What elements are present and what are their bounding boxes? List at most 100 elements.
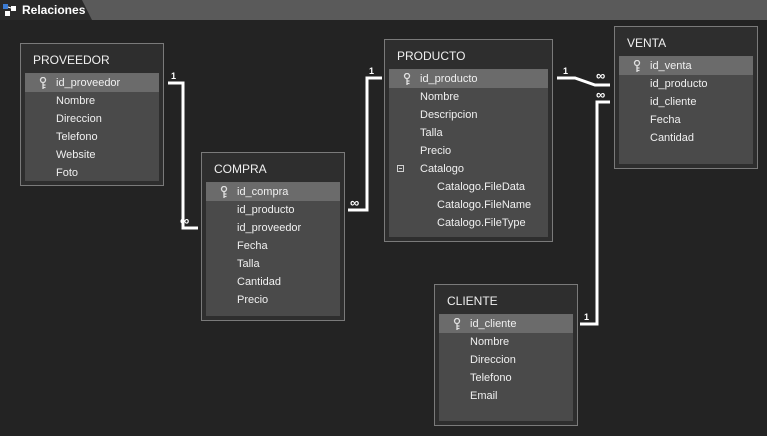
field-row[interactable]: id_proveedor <box>206 219 340 237</box>
cardinality-one: 1 <box>584 312 590 322</box>
cardinality-one: 1 <box>563 66 569 76</box>
field-row[interactable]: Foto <box>25 164 159 182</box>
table-title: VENTA <box>627 36 667 50</box>
field-name: Foto <box>56 167 79 179</box>
field-row[interactable]: Telefono <box>25 128 159 146</box>
field-name: id_venta <box>650 60 692 72</box>
field-row[interactable]: Nombre <box>439 333 573 351</box>
field-name: Telefono <box>470 372 512 384</box>
field-name: Catalogo <box>420 163 465 175</box>
field-row[interactable]: id_cliente <box>439 315 573 333</box>
field-row[interactable]: Descripcion <box>389 106 548 124</box>
field-row[interactable]: Precio <box>389 142 548 160</box>
cardinality-many: ∞ <box>180 213 190 228</box>
field-name: Fecha <box>650 114 681 126</box>
key-icon <box>403 72 411 85</box>
field-row[interactable]: id_producto <box>389 70 548 88</box>
field-row[interactable]: Telefono <box>439 369 573 387</box>
field-name: Website <box>56 149 96 161</box>
cardinality-many: ∞ <box>596 68 606 83</box>
field-name: Nombre <box>56 95 96 107</box>
field-row[interactable]: Nombre <box>25 92 159 110</box>
field-row[interactable]: Catalogo <box>389 160 548 178</box>
collapse-icon[interactable] <box>397 165 404 172</box>
relationship-line-producto-venta[interactable] <box>557 76 610 87</box>
field-name: id_proveedor <box>237 222 302 234</box>
relationship-line-cliente-venta[interactable] <box>580 100 610 326</box>
field-name: Catalogo.FileData <box>437 181 526 193</box>
field-name: Direccion <box>56 113 102 125</box>
field-row[interactable]: Catalogo.FileType <box>389 214 548 232</box>
cardinality-one: 1 <box>171 71 177 81</box>
field-row[interactable]: Nombre <box>389 88 548 106</box>
field-name: Nombre <box>420 91 460 103</box>
field-row[interactable]: Cantidad <box>206 273 340 291</box>
field-name: id_proveedor <box>56 77 121 89</box>
field-row[interactable]: Email <box>439 387 573 405</box>
field-name: Precio <box>237 294 269 306</box>
key-icon <box>453 317 461 330</box>
field-name: id_compra <box>237 186 289 198</box>
field-row[interactable]: Catalogo.FileData <box>389 178 548 196</box>
table-title: PRODUCTO <box>397 49 466 63</box>
field-name: Nombre <box>470 336 510 348</box>
relationship-line-producto-compra[interactable] <box>348 76 382 212</box>
field-name: id_cliente <box>650 96 697 108</box>
document-tab-bar: Relaciones <box>0 0 767 20</box>
field-row[interactable]: Precio <box>206 291 340 309</box>
field-row[interactable]: id_compra <box>206 183 340 201</box>
relationships-icon <box>3 4 16 16</box>
key-icon <box>220 185 228 198</box>
field-name: Catalogo.FileName <box>437 199 532 211</box>
key-icon <box>39 76 47 89</box>
field-row[interactable]: id_venta <box>619 57 753 75</box>
field-name: id_producto <box>650 78 708 90</box>
field-name: Catalogo.FileType <box>437 217 526 229</box>
field-name: id_cliente <box>470 318 517 330</box>
tab-label: Relaciones <box>22 3 86 17</box>
field-name: Telefono <box>56 131 98 143</box>
field-name: Cantidad <box>650 132 695 144</box>
field-row[interactable]: Talla <box>389 124 548 142</box>
table-title: PROVEEDOR <box>33 53 110 67</box>
field-row[interactable]: Fecha <box>206 237 340 255</box>
field-row[interactable]: Talla <box>206 255 340 273</box>
field-row[interactable]: id_cliente <box>619 93 753 111</box>
relationship-line-proveedor-compra[interactable] <box>168 81 198 230</box>
field-name: Talla <box>237 258 260 270</box>
field-name: Email <box>470 390 498 402</box>
table-title: CLIENTE <box>447 294 498 308</box>
key-icon <box>633 59 641 72</box>
field-row[interactable]: Fecha <box>619 111 753 129</box>
field-row[interactable]: Catalogo.FileName <box>389 196 548 214</box>
tab-relaciones[interactable]: Relaciones <box>0 0 92 20</box>
field-name: Direccion <box>470 354 516 366</box>
field-name: Cantidad <box>237 276 282 288</box>
field-row[interactable]: Direccion <box>25 110 159 128</box>
cardinality-many: ∞ <box>596 87 606 102</box>
cardinality-many: ∞ <box>350 195 360 210</box>
field-name: Descripcion <box>420 109 478 121</box>
field-row[interactable]: Direccion <box>439 351 573 369</box>
field-row[interactable]: Website <box>25 146 159 164</box>
cardinality-one: 1 <box>369 66 375 76</box>
field-name: Talla <box>420 127 443 139</box>
field-name: Precio <box>420 145 452 157</box>
field-row[interactable]: Cantidad <box>619 129 753 147</box>
field-name: id_producto <box>420 73 478 85</box>
field-row[interactable]: id_producto <box>619 75 753 93</box>
field-row[interactable]: id_proveedor <box>25 74 159 92</box>
field-row[interactable]: id_producto <box>206 201 340 219</box>
field-name: Fecha <box>237 240 268 252</box>
